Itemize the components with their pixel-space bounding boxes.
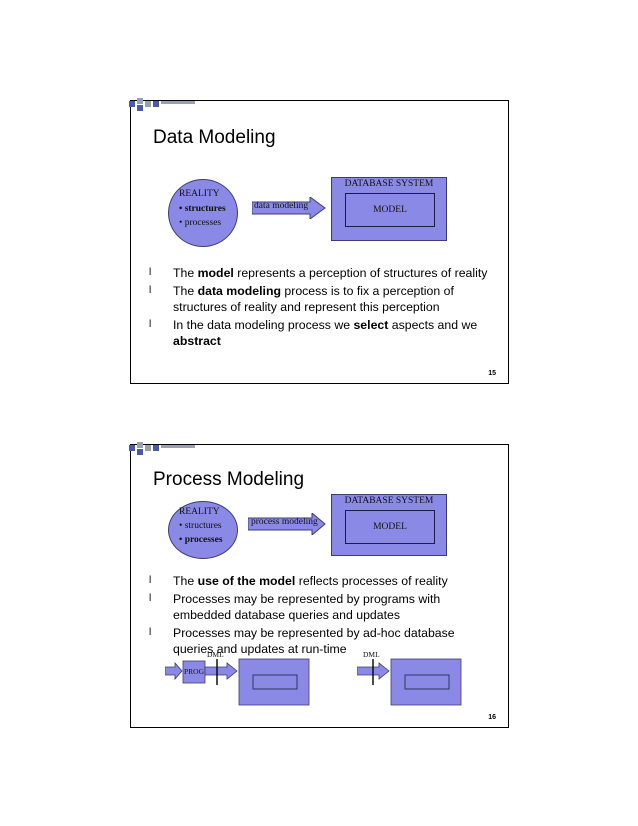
bullet-text: reflects processes of reality bbox=[295, 574, 448, 588]
reality-processes: • processes bbox=[179, 535, 223, 545]
arrow-label: process modeling bbox=[251, 517, 318, 527]
bullet-item: l The data modeling process is to fix a … bbox=[149, 283, 496, 315]
bullet-list: l The model represents a perception of s… bbox=[149, 265, 496, 351]
bullet-text: process is to fix a perception of struct… bbox=[173, 284, 454, 314]
corner-decoration bbox=[129, 98, 199, 112]
database-system-box: DATABASE SYSTEM MODEL bbox=[331, 177, 447, 241]
adhoc-dml-diagram: DML bbox=[357, 650, 467, 709]
bullet-item: l The use of the model reflects processe… bbox=[149, 573, 496, 589]
program-diagram-shapes bbox=[165, 658, 310, 706]
bullet-emphasis: data modeling bbox=[197, 284, 281, 298]
data-modeling-arrow: data modeling bbox=[252, 197, 326, 219]
corner-decoration bbox=[129, 442, 199, 456]
bullet-emphasis: select bbox=[353, 318, 389, 332]
reality-structures: • structures bbox=[179, 521, 222, 531]
bullet-marker: l bbox=[149, 319, 152, 330]
bullet-text: Processes may be represented by ad-hoc d… bbox=[173, 626, 455, 656]
slide-title: Process Modeling bbox=[153, 469, 305, 490]
arrow-shape bbox=[248, 513, 326, 535]
slide-data-modeling: Data Modeling REALITY • structures • pro… bbox=[129, 98, 509, 384]
bullet-text: The bbox=[173, 574, 198, 588]
bullet-list: l The use of the model reflects processe… bbox=[149, 573, 496, 659]
bullet-emphasis: model bbox=[197, 266, 234, 280]
bullet-item: l The model represents a perception of s… bbox=[149, 265, 496, 281]
bullet-marker: l bbox=[149, 285, 152, 296]
program-dml-diagram: DML PROG bbox=[165, 650, 315, 709]
bullet-marker: l bbox=[149, 575, 152, 586]
slide-process-modeling: Process Modeling REALITY • structures • … bbox=[129, 442, 509, 728]
page-number: 15 bbox=[488, 370, 496, 377]
bullet-text: In the data modeling process we bbox=[173, 318, 354, 332]
bullet-text: Processes may be represented by programs… bbox=[173, 592, 441, 622]
bullet-marker: l bbox=[149, 627, 152, 638]
bullet-text: aspects and we bbox=[388, 318, 478, 332]
arrow-label: data modeling bbox=[254, 201, 309, 211]
bullet-marker: l bbox=[149, 593, 152, 604]
bullet-text: represents a perception of structures of… bbox=[233, 266, 488, 280]
bullet-emphasis: abstract bbox=[173, 334, 221, 348]
prog-label: PROG bbox=[184, 667, 205, 676]
reality-circle: REALITY • structures • processes bbox=[168, 179, 238, 247]
slide-title: Data Modeling bbox=[153, 127, 276, 148]
db-header: DATABASE SYSTEM bbox=[344, 179, 434, 189]
model-box: MODEL bbox=[345, 510, 435, 544]
reality-circle: REALITY • structures • processes bbox=[168, 501, 238, 559]
reality-structures: • structures bbox=[179, 204, 226, 214]
reality-title: REALITY bbox=[179, 507, 220, 517]
bullet-item: l Processes may be represented by ad-hoc… bbox=[149, 625, 496, 657]
bullet-item: l In the data modeling process we select… bbox=[149, 317, 496, 349]
page-number: 16 bbox=[488, 714, 496, 721]
process-modeling-arrow: process modeling bbox=[248, 513, 326, 535]
adhoc-diagram-shapes bbox=[357, 658, 462, 706]
reality-processes: • processes bbox=[179, 218, 222, 228]
reality-title: REALITY bbox=[179, 189, 220, 199]
bullet-text: The bbox=[173, 266, 198, 280]
bullet-marker: l bbox=[149, 267, 152, 278]
bullet-text: The bbox=[173, 284, 198, 298]
database-system-box: DATABASE SYSTEM MODEL bbox=[331, 494, 447, 556]
bullet-item: l Processes may be represented by progra… bbox=[149, 591, 496, 623]
model-box: MODEL bbox=[345, 193, 435, 227]
bullet-emphasis: use of the model bbox=[197, 574, 296, 588]
db-header: DATABASE SYSTEM bbox=[344, 496, 434, 506]
arrow-shape bbox=[252, 197, 326, 219]
dml-label: DML bbox=[363, 650, 380, 659]
dml-label: DML bbox=[207, 650, 224, 659]
